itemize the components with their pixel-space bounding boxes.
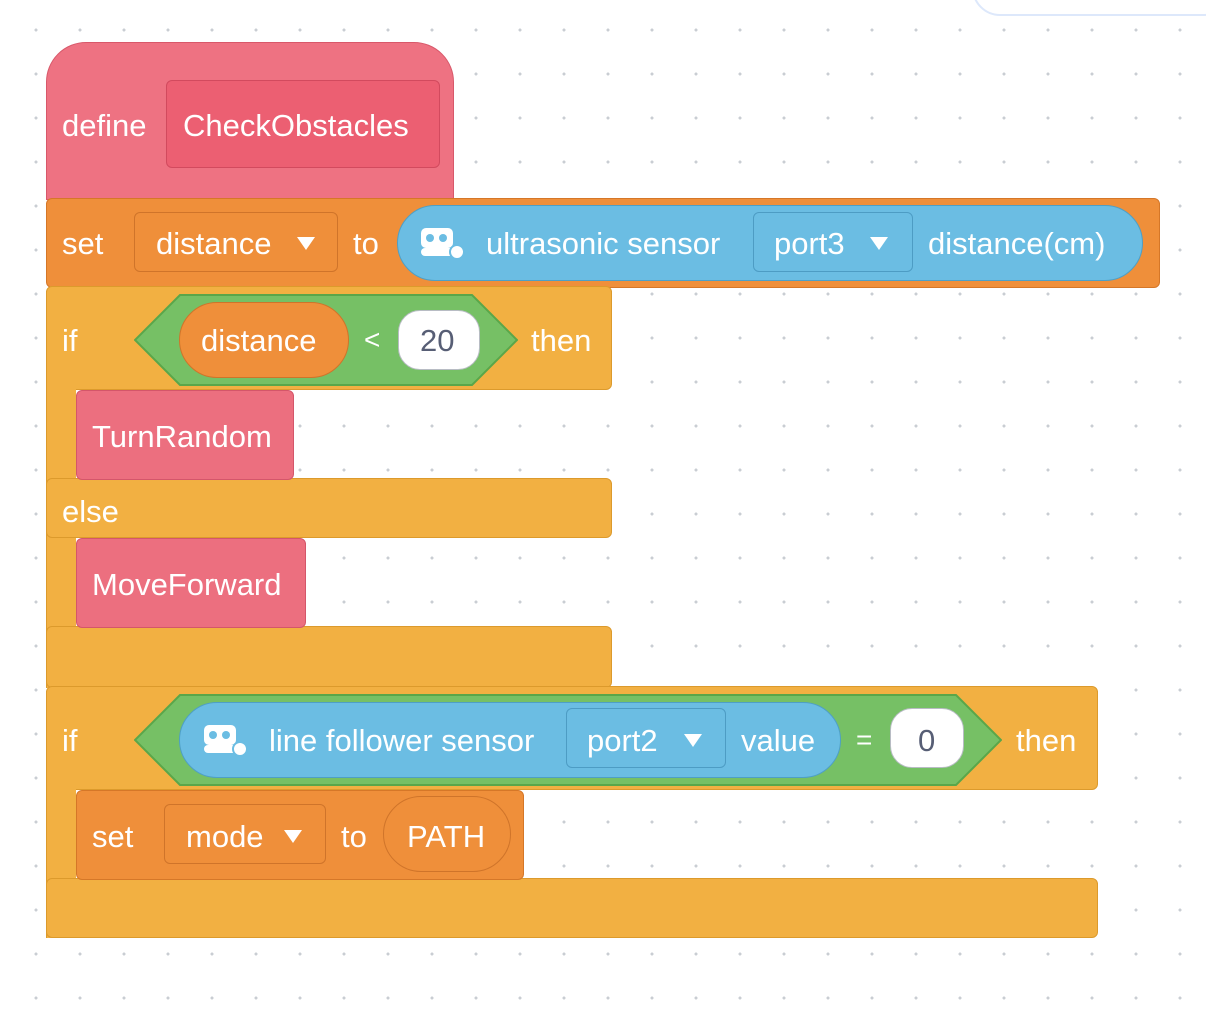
move-forward-label: MoveForward [92, 567, 282, 602]
dropdown-arrow-icon [284, 830, 302, 843]
set-keyword: set [62, 226, 104, 261]
sensor-reading: distance(cm) [928, 226, 1106, 261]
port-value: port2 [587, 723, 658, 758]
else-keyword: else [62, 494, 119, 529]
dropdown-arrow-icon [870, 237, 888, 250]
define-keyword: define [62, 108, 147, 143]
if-else-footer [46, 626, 612, 688]
distance-reporter-label: distance [201, 323, 317, 358]
if-keyword: if [62, 323, 78, 358]
line-sensor-label: line follower sensor [269, 723, 535, 758]
mode-value-input[interactable] [383, 796, 511, 872]
then-keyword: then [531, 323, 592, 358]
dropdown-arrow-icon [297, 237, 315, 250]
less-than-symbol: < [364, 324, 381, 355]
robot-icon [204, 725, 248, 757]
equals-symbol: = [856, 724, 873, 755]
if-keyword: if [62, 723, 78, 758]
number-value: 0 [918, 723, 936, 758]
number-input[interactable] [890, 708, 964, 768]
then-keyword: then [1016, 723, 1077, 758]
move-forward-block[interactable] [76, 538, 306, 628]
distance-variable-reporter[interactable] [179, 302, 349, 378]
dropdown-arrow-icon [684, 734, 702, 747]
to-keyword: to [341, 819, 367, 854]
variable-name: distance [156, 226, 272, 261]
number-value: 20 [420, 323, 455, 358]
procedure-name: CheckObstacles [183, 108, 409, 143]
turn-random-label: TurnRandom [92, 419, 272, 454]
number-input[interactable] [398, 310, 480, 370]
port-value: port3 [774, 226, 845, 261]
variable-name: mode [186, 819, 264, 854]
sensor-label: ultrasonic sensor [486, 226, 721, 261]
line-sensor-reading: value [741, 723, 816, 758]
if-line-footer [46, 878, 1098, 938]
procedure-name-box[interactable] [166, 80, 440, 168]
turn-random-block[interactable] [76, 390, 294, 480]
else-band [46, 478, 612, 538]
set-keyword: set [92, 819, 134, 854]
line-follower-reporter[interactable] [179, 702, 841, 778]
to-keyword: to [353, 226, 379, 261]
robot-icon [421, 228, 465, 260]
mode-value: PATH [407, 819, 486, 854]
panel-edge [972, 0, 1206, 16]
